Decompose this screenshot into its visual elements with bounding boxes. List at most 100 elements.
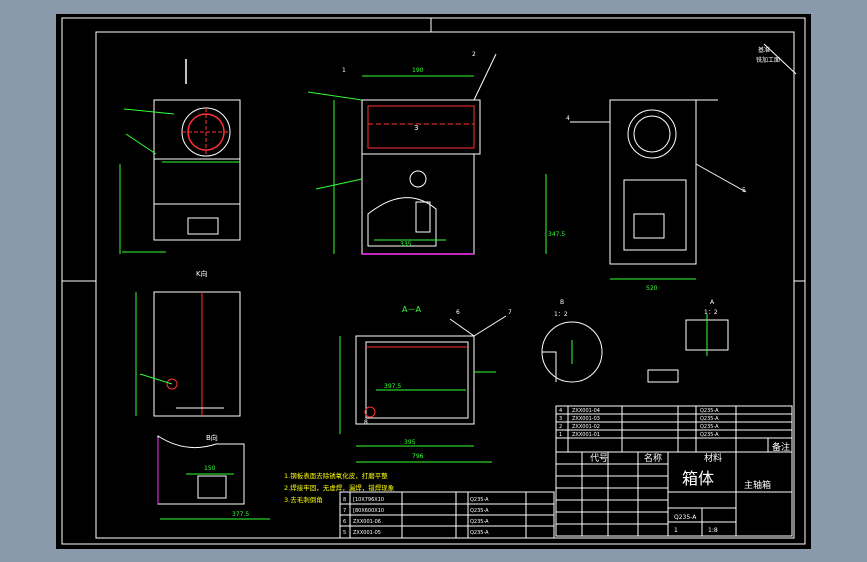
view-b-label: B向 [206,433,218,442]
bom-row-material: Q235-A [700,424,719,430]
detail-b-profile [542,351,557,382]
bom-row-code: ZXX001-01 [572,432,600,438]
side-bore-inner [633,115,671,153]
k-view [135,291,241,417]
datum-label: 基准 [758,46,770,54]
aa-outer [355,335,475,425]
note-line: 1.钢板表面去除锈氧化皮，打磨平整 [284,471,388,480]
parts-row-no: 6 [343,519,346,525]
section-cutout [367,197,437,247]
dim-lower-width: 520 [646,285,658,292]
milling-surface-label: 铣加工面 [756,56,780,64]
b-view [157,435,270,520]
aa-hole [364,406,376,418]
bom-row-material: Q235-A [700,408,719,414]
aa-leader-7 [473,315,507,337]
section-leader-2 [473,53,497,101]
bom-row-no: 4 [559,408,562,414]
bom-row-code: ZXX001-03 [572,416,600,422]
dim-front-1: 335 [400,241,412,248]
balloon-3: 3 [414,124,418,132]
side-panel [623,179,687,251]
parts-row-code: [80X600X10 [353,508,384,514]
bom-row-material: Q235-A [700,416,719,422]
front-view-window [187,217,219,235]
section-leader-3 [315,178,363,190]
parts-row-material: Q235-A [470,497,489,503]
side-leader-5 [695,163,747,193]
b-view-outline [157,435,245,505]
engineering-drawing: 箱体 主轴箱 1 1:8 Q235-A 代号 名称 材料 备注 4 ZXX001… [61,17,806,545]
front-view-outline [153,99,241,241]
technical-notes: 1.钢板表面去除锈氧化皮，打磨平整 2.焊接牢固，无虚焊，漏焊，错焊现象 3.去… [284,471,395,504]
bom-row-material: Q235-A [700,432,719,438]
bom-row-no: 3 [559,416,562,422]
section-lower-outline [361,154,475,255]
bom-header-remark: 备注 [772,441,790,453]
k-view-leader [139,373,173,385]
dim-bview-1: 150 [204,465,216,472]
section-hole [409,170,427,188]
bom-row-code: ZXX001-02 [572,424,600,430]
bom-header-code: 代号 [590,453,608,464]
parts-row-code: [10X796X10 [353,497,384,503]
drawing-canvas: 箱体 主轴箱 1 1:8 Q235-A 代号 名称 材料 备注 4 ZXX001… [56,14,811,549]
parts-row-material: Q235-A [470,519,489,525]
section-upper-inner [367,105,475,149]
parts-row-no: 8 [343,497,346,503]
dim-top-width: 190 [412,67,424,74]
title-block-frame [555,405,793,537]
section-slot [415,201,431,233]
balloon-4: 4 [566,115,570,122]
aa-leader-6 [449,318,475,337]
bom-row-no: 2 [559,424,562,430]
section-view-top [307,53,547,255]
front-leader-3 [125,133,157,155]
k-view-hole [166,378,178,390]
dim-front-2: 347.5 [548,231,565,238]
balloon-8: 8 [364,419,368,426]
detail-b-scale: 1：2 [554,311,568,318]
title-block [555,405,793,537]
side-view [570,43,797,280]
bom-header-name: 名称 [644,452,662,464]
title-material: Q235-A [674,514,697,521]
aa-section [339,315,507,463]
detail-a-scale: 1：2 [704,309,718,316]
parts-row-material: Q235-A [470,530,489,536]
detail-a-tol-frame [647,369,679,383]
side-window [633,213,665,239]
note-line: 3.去毛刺倒角 [284,495,323,504]
k-view-outline [153,291,241,417]
balloon-6: 6 [456,309,460,316]
drawing-title: 箱体 [682,469,714,488]
front-view [119,59,241,254]
side-bore-outer [627,109,677,159]
detail-a [647,314,729,383]
detail-a-label: A [710,299,715,306]
section-leader-1 [307,91,363,101]
assembly-name: 主轴箱 [744,479,771,491]
side-view-outline [609,99,697,265]
dim-aa-length: 395 [404,439,416,446]
sheet-outer-frame [61,17,806,545]
bom-rows: 4 ZXX001-04 Q235-A 3 ZXX001-03 Q235-A 2 … [559,408,719,438]
bom-row-no: 1 [559,432,562,438]
b-view-window [197,475,227,499]
bom-header-material: 材料 [704,452,722,464]
dim-aa-total: 796 [412,453,424,460]
part-balloons: 1 2 3 4 5 6 7 8 [342,51,746,426]
datum-arrow [763,43,797,75]
parts-row-material: Q235-A [470,508,489,514]
section-aa-label: A－A [402,305,421,314]
detail-b [541,321,603,383]
aa-inner [365,341,469,419]
front-leader-2 [123,108,175,115]
bom-row-code: ZXX001-04 [572,408,600,414]
title-scale: 1:8 [708,527,718,534]
note-line: 2.焊接牢固，无虚焊，漏焊，错焊现象 [284,483,395,492]
balloon-2: 2 [472,51,476,58]
parts-row-no: 7 [343,508,346,514]
dim-aa-inner: 397.5 [384,383,401,390]
